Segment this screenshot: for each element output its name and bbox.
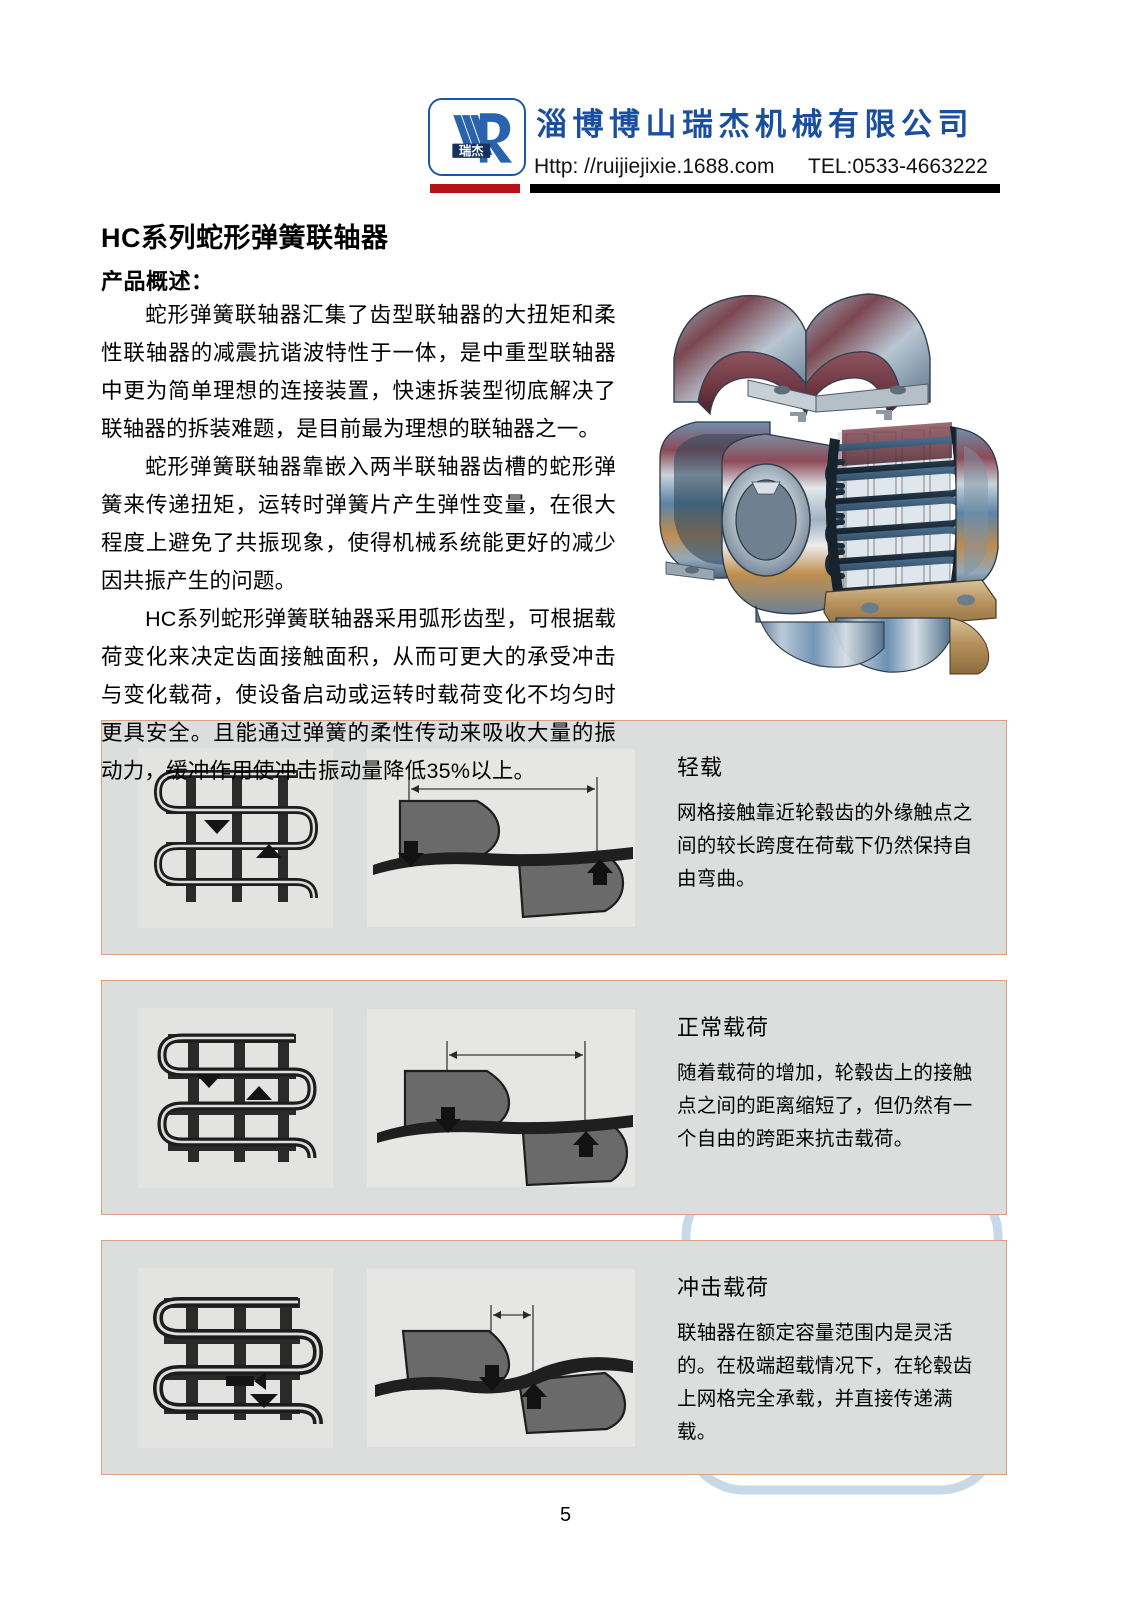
- load-case-text: 正常载荷 随着载荷的增加，轮毂齿上的接触点之间的距离缩短了，但仍然有一个自由的跨…: [677, 1015, 982, 1156]
- section-label-overview: 产品概述：: [101, 269, 214, 294]
- product-coupling-illustration: [630, 262, 1015, 682]
- overview-paragraph: 蛇形弹簧联轴器汇集了齿型联轴器的大扭矩和柔性联轴器的减震抗谐波特性于一体，是中重…: [101, 303, 616, 441]
- load-case-description: 网格接触靠近轮毂齿的外缘触点之间的较长跨度在荷载下仍然保持自由弯曲。: [677, 802, 973, 890]
- overview-text-column: 蛇形弹簧联轴器汇集了齿型联轴器的大扭矩和柔性联轴器的减震抗谐波特性于一体，是中重…: [101, 296, 616, 790]
- tooth-contact-diagram: [367, 749, 635, 927]
- load-case-heading: 正常载荷: [677, 1015, 770, 1040]
- load-case-text: 轻载 网格接触靠近轮毂齿的外缘触点之间的较长跨度在荷载下仍然保持自由弯曲。: [677, 755, 982, 896]
- load-case-panel: 正常载荷 随着载荷的增加，轮毂齿上的接触点之间的距离缩短了，但仍然有一个自由的跨…: [101, 980, 1007, 1215]
- company-website[interactable]: Http: //ruijiejixie.1688.com: [534, 155, 775, 178]
- spring-mesh-diagram: [138, 1268, 333, 1448]
- spring-mesh-diagram: [138, 748, 333, 928]
- load-case-text: 冲击载荷 联轴器在额定容量范围内是灵活的。在极端超载情况下，在轮毂齿上网格完全承…: [677, 1275, 982, 1449]
- overview-paragraph: 蛇形弹簧联轴器靠嵌入两半联轴器齿槽的蛇形弹簧来传递扭矩，运转时弹簧片产生弹性变量…: [101, 455, 616, 593]
- load-case-description: 联轴器在额定容量范围内是灵活的。在极端超载情况下，在轮毂齿上网格完全承载，并直接…: [677, 1322, 973, 1443]
- company-telephone: TEL:0533-4663222: [808, 155, 988, 178]
- spring-mesh-diagram: [138, 1008, 333, 1188]
- company-logo: 瑞杰: [428, 98, 526, 176]
- header-rule-red: [430, 184, 520, 193]
- header-rule-black: [530, 184, 1000, 193]
- overview-paragraph: HC系列蛇形弹簧联轴器采用弧形齿型，可根据载荷变化来决定齿面接触面积，从而可更大…: [101, 607, 616, 783]
- page-title: HC系列蛇形弹簧联轴器: [101, 223, 389, 253]
- load-case-panel: 冲击载荷 联轴器在额定容量范围内是灵活的。在极端超载情况下，在轮毂齿上网格完全承…: [101, 1240, 1007, 1475]
- tooth-contact-diagram: [367, 1009, 635, 1187]
- load-case-heading: 轻载: [677, 755, 724, 780]
- logo-mark-text: 瑞杰: [459, 143, 484, 158]
- page-number: 5: [559, 1504, 572, 1526]
- company-name: 淄博博山瑞杰机械有限公司: [536, 107, 974, 142]
- load-case-heading: 冲击载荷: [677, 1275, 770, 1300]
- load-case-panel: 轻载 网格接触靠近轮毂齿的外缘触点之间的较长跨度在荷载下仍然保持自由弯曲。: [101, 720, 1007, 955]
- tooth-contact-diagram: [367, 1269, 635, 1447]
- load-case-description: 随着载荷的增加，轮毂齿上的接触点之间的距离缩短了，但仍然有一个自由的跨距来抗击载…: [677, 1062, 973, 1150]
- page-header: 瑞杰 淄博博山瑞杰机械有限公司 Http: //ruijiejixie.1688…: [0, 0, 1131, 200]
